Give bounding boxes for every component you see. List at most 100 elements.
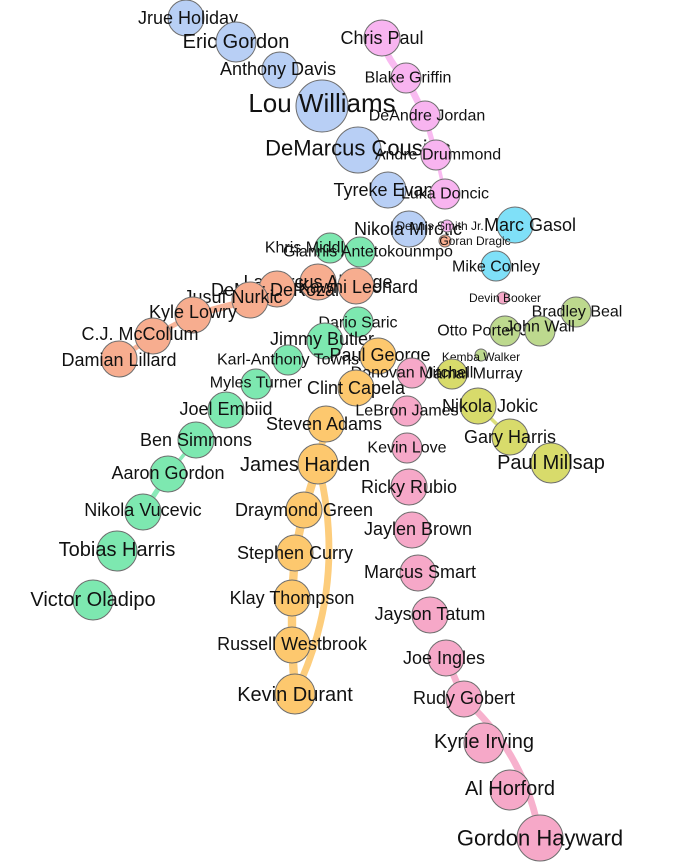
node-tobias-harris[interactable]: Tobias Harris xyxy=(59,530,176,572)
node-myles-turner[interactable]: Myles Turner xyxy=(210,368,303,400)
node-circle-karl-anthony-towns[interactable] xyxy=(272,344,304,376)
node-circle-aaron-gordon[interactable] xyxy=(149,455,187,493)
node-jusuf-nurkic[interactable]: Jusuf Nurkic xyxy=(183,281,283,319)
node-lou-williams[interactable]: Lou Williams xyxy=(248,79,396,133)
node-circle-otto-porter-jr[interactable] xyxy=(489,315,521,347)
node-circle-gary-harris[interactable] xyxy=(491,418,529,456)
node-demarcus-cousins[interactable]: DeMarcus Cousins xyxy=(265,126,451,174)
node-gordon-hayward[interactable]: Gordon Hayward xyxy=(457,814,623,862)
node-victor-oladipo[interactable]: Victor Oladipo xyxy=(30,579,156,621)
node-circle-devin-booker[interactable] xyxy=(496,291,510,305)
node-circle-dennis-smith-jr[interactable] xyxy=(440,219,454,233)
node-kevin-durant[interactable]: Kevin Durant xyxy=(237,673,353,715)
node-luka-doncic[interactable]: Luka Doncic xyxy=(401,178,489,210)
node-circle-draymond-green[interactable] xyxy=(285,491,323,529)
node-circle-eric-gordon[interactable] xyxy=(215,21,257,63)
node-mike-conley[interactable]: Mike Conley xyxy=(452,250,540,282)
node-circle-steven-adams[interactable] xyxy=(307,405,345,443)
node-circle-paul-millsap[interactable] xyxy=(530,442,572,484)
node-lebron-james[interactable]: LeBron James xyxy=(355,395,459,427)
node-joel-embiid[interactable]: Joel Embiid xyxy=(179,391,273,429)
node-circle-goran-dragic[interactable] xyxy=(438,234,452,248)
node-chris-paul[interactable]: Chris Paul xyxy=(340,19,424,57)
node-dario-saric[interactable]: Dario Saric xyxy=(318,306,398,338)
node-circle-myles-turner[interactable] xyxy=(240,368,272,400)
node-ricky-rubio[interactable]: Ricky Rubio xyxy=(361,468,457,506)
node-jamal-murray[interactable]: Jamal Murray xyxy=(426,358,523,390)
node-circle-luka-doncic[interactable] xyxy=(429,178,461,210)
node-jaylen-brown[interactable]: Jaylen Brown xyxy=(364,511,472,549)
node-circle-joel-embiid[interactable] xyxy=(207,391,245,429)
node-circle-kevin-durant[interactable] xyxy=(274,673,316,715)
node-circle-al-horford[interactable] xyxy=(489,769,531,811)
node-damian-lillard[interactable]: Damian Lillard xyxy=(61,340,177,378)
node-circle-marcus-smart[interactable] xyxy=(399,554,437,592)
node-draymond-green[interactable]: Draymond Green xyxy=(235,491,373,529)
node-circle-ricky-rubio[interactable] xyxy=(390,468,428,506)
node-circle-ben-simmons[interactable] xyxy=(177,421,215,459)
node-circle-jayson-tatum[interactable] xyxy=(411,596,449,634)
node-circle-clint-capela[interactable] xyxy=(337,369,375,407)
node-circle-donovan-mitchell[interactable] xyxy=(396,357,428,389)
node-circle-tyreke-evans[interactable] xyxy=(369,171,407,209)
node-circle-andre-drummond[interactable] xyxy=(420,139,452,171)
node-circle-deandre-jordan[interactable] xyxy=(409,100,441,132)
node-bradley-beal[interactable]: Bradley Beal xyxy=(532,296,623,328)
node-circle-nikola-vucevic[interactable] xyxy=(124,493,162,531)
node-circle-damian-lillard[interactable] xyxy=(100,340,138,378)
node-circle-klay-thompson[interactable] xyxy=(273,579,311,617)
node-circle-kemba-walker[interactable] xyxy=(474,348,488,362)
node-circle-kevin-love[interactable] xyxy=(391,432,423,464)
node-andre-drummond[interactable]: Andre Drummond xyxy=(375,139,501,171)
node-circle-marc-gasol[interactable] xyxy=(496,206,534,244)
node-circle-victor-oladipo[interactable] xyxy=(72,579,114,621)
node-circle-demarcus-cousins[interactable] xyxy=(334,126,382,174)
node-circle-mike-conley[interactable] xyxy=(480,250,512,282)
node-marc-gasol[interactable]: Marc Gasol xyxy=(484,206,576,244)
node-circle-cj-mccollum[interactable] xyxy=(134,317,172,355)
node-circle-nikola-jokic[interactable] xyxy=(459,387,497,425)
node-kyrie-irving[interactable]: Kyrie Irving xyxy=(434,722,534,764)
node-tyreke-evans[interactable]: Tyreke Evans xyxy=(333,171,443,209)
node-circle-rudy-gobert[interactable] xyxy=(445,680,483,718)
node-circle-joe-ingles[interactable] xyxy=(427,639,465,677)
node-circle-lebron-james[interactable] xyxy=(391,395,423,427)
node-kemba-walker[interactable]: Kemba Walker xyxy=(442,348,520,364)
node-ben-simmons[interactable]: Ben Simmons xyxy=(140,421,252,459)
node-cj-mccollum[interactable]: C.J. McCollum xyxy=(81,317,199,355)
node-circle-jaylen-brown[interactable] xyxy=(393,511,431,549)
node-clint-capela[interactable]: Clint Capela xyxy=(307,369,406,407)
node-circle-jamal-murray[interactable] xyxy=(436,358,468,390)
node-stephen-curry[interactable]: Stephen Curry xyxy=(237,534,353,572)
node-donovan-mitchell[interactable]: Donovan Mitchell xyxy=(351,357,474,389)
node-john-wall[interactable]: John Wall xyxy=(505,315,575,347)
node-otto-porter-jr[interactable]: Otto Porter Jr. xyxy=(437,315,537,347)
node-eric-gordon[interactable]: Eric Gordon xyxy=(183,21,290,63)
node-gary-harris[interactable]: Gary Harris xyxy=(464,418,556,456)
node-joe-ingles[interactable]: Joe Ingles xyxy=(403,639,485,677)
node-circle-chris-paul[interactable] xyxy=(363,19,401,57)
node-circle-jrue-holiday[interactable] xyxy=(167,0,205,37)
node-circle-bradley-beal[interactable] xyxy=(560,296,592,328)
node-dennis-smith-jr[interactable]: Dennis Smith Jr. xyxy=(396,219,483,233)
node-klay-thompson[interactable]: Klay Thompson xyxy=(230,579,355,617)
node-circle-nikola-mirotic[interactable] xyxy=(390,210,428,248)
node-circle-stephen-curry[interactable] xyxy=(276,534,314,572)
node-circle-john-wall[interactable] xyxy=(524,315,556,347)
node-circle-russell-westbrook[interactable] xyxy=(273,626,311,664)
node-devin-booker[interactable]: Devin Booker xyxy=(469,291,541,305)
node-nikola-mirotic[interactable]: Nikola Mirotic xyxy=(354,210,462,248)
node-kawhi-leonard[interactable]: Kawhi Leonard xyxy=(298,267,418,305)
node-jrue-holiday[interactable]: Jrue Holiday xyxy=(138,0,238,37)
node-circle-james-harden[interactable] xyxy=(297,443,339,485)
node-circle-tobias-harris[interactable] xyxy=(96,530,138,572)
node-circle-paul-george[interactable] xyxy=(359,337,397,375)
node-circle-kyle-lowry[interactable] xyxy=(174,296,212,334)
node-marcus-smart[interactable]: Marcus Smart xyxy=(364,554,476,592)
node-al-horford[interactable]: Al Horford xyxy=(465,769,555,811)
node-nikola-vucevic[interactable]: Nikola Vucevic xyxy=(84,493,202,531)
node-rudy-gobert[interactable]: Rudy Gobert xyxy=(413,680,515,718)
node-circle-kawhi-leonard[interactable] xyxy=(337,267,375,305)
node-circle-giannis-antetokounmpo[interactable] xyxy=(344,236,376,268)
node-jimmy-butler[interactable]: Jimmy Butler xyxy=(270,322,374,360)
